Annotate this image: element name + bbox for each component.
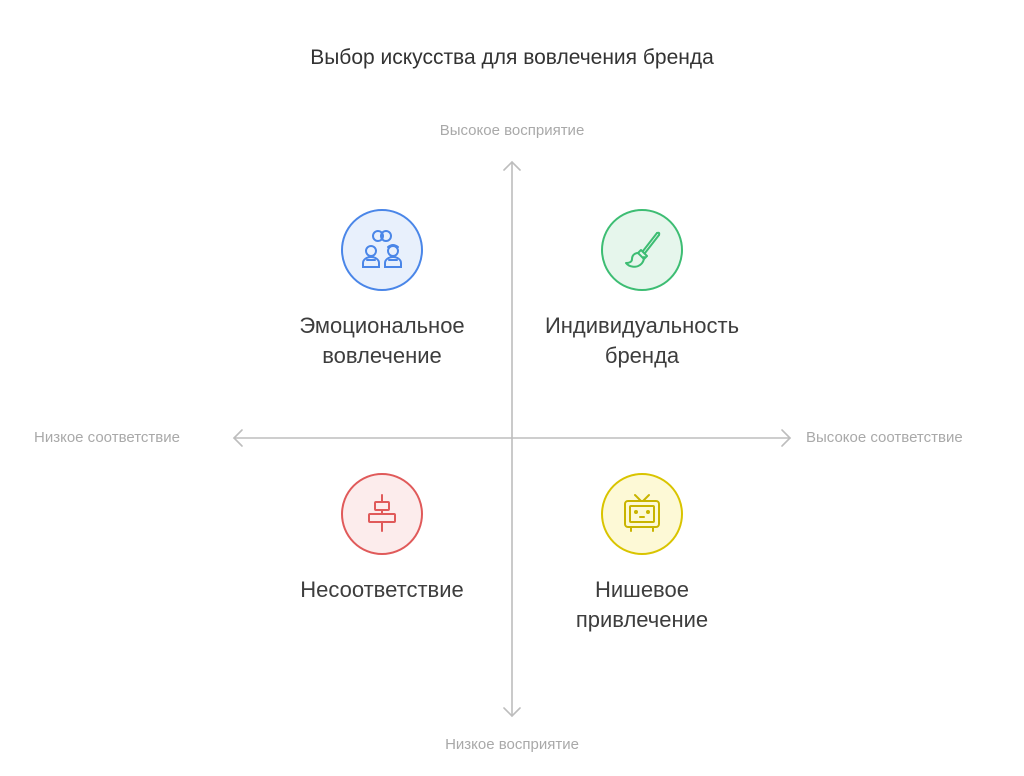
diagram-title: Выбор искусства для вовлечения бренда — [310, 46, 714, 69]
quadrant-label: Эмоциональное вовлечение — [299, 313, 465, 368]
quadrant-emotional-engagement: Эмоциональное вовлечение — [252, 209, 512, 371]
axis-label-low-perception: Низкое восприятие — [445, 736, 579, 753]
axis-label-high-perception: Высокое восприятие — [439, 122, 585, 139]
axis-label-high-fit: Высокое соответствие — [806, 429, 963, 446]
quadrant-label: Нишевое привлечение — [575, 577, 709, 632]
arrow-down — [503, 707, 521, 718]
quadrant-mismatch: Несоответствие — [252, 473, 512, 605]
axis-label-low-fit: Низкое соответствие — [34, 429, 180, 446]
quadrant-niche-attraction: Нишевое привлечение — [512, 473, 772, 635]
arrow-left — [232, 429, 243, 447]
tv-icon — [601, 473, 683, 555]
quadrant-label: Несоответствие — [300, 577, 464, 602]
paintbrush-icon — [601, 209, 683, 291]
quadrant-label: Индивидуальность бренда — [544, 313, 740, 368]
quadrant-brand-individuality: Индивидуальность бренда — [512, 209, 772, 371]
arrow-up — [503, 160, 521, 171]
people-link-icon — [341, 209, 423, 291]
misalign-icon — [341, 473, 423, 555]
arrow-right — [781, 429, 792, 447]
